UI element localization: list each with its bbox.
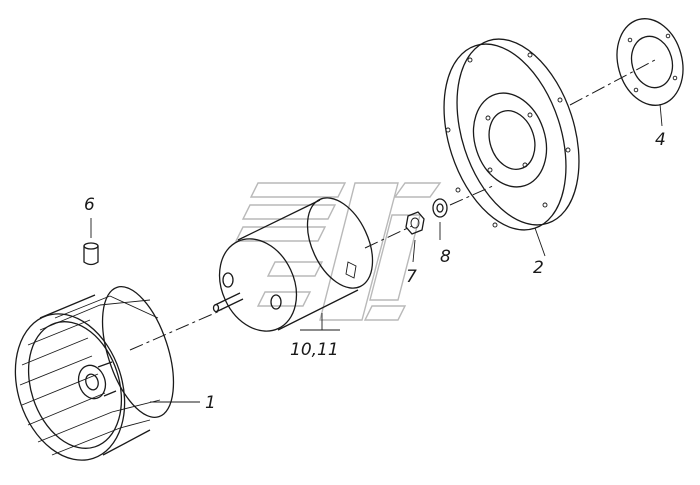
- label-impeller: 1: [205, 393, 216, 413]
- impeller: [14, 286, 175, 461]
- label-gasket: 4: [655, 130, 666, 150]
- motor: [212, 197, 374, 332]
- label-washer: 8: [440, 247, 451, 267]
- cap: [83, 218, 99, 266]
- gasket: [616, 18, 684, 127]
- label-nut: 7: [406, 267, 417, 287]
- label-flange-plate: 2: [533, 258, 544, 278]
- centre-axis: [129, 59, 656, 351]
- washer: [432, 198, 448, 240]
- label-cap: 6: [84, 195, 95, 215]
- nut: [405, 211, 425, 263]
- flange-plate: [443, 38, 580, 257]
- label-motor: 10,11: [290, 340, 339, 360]
